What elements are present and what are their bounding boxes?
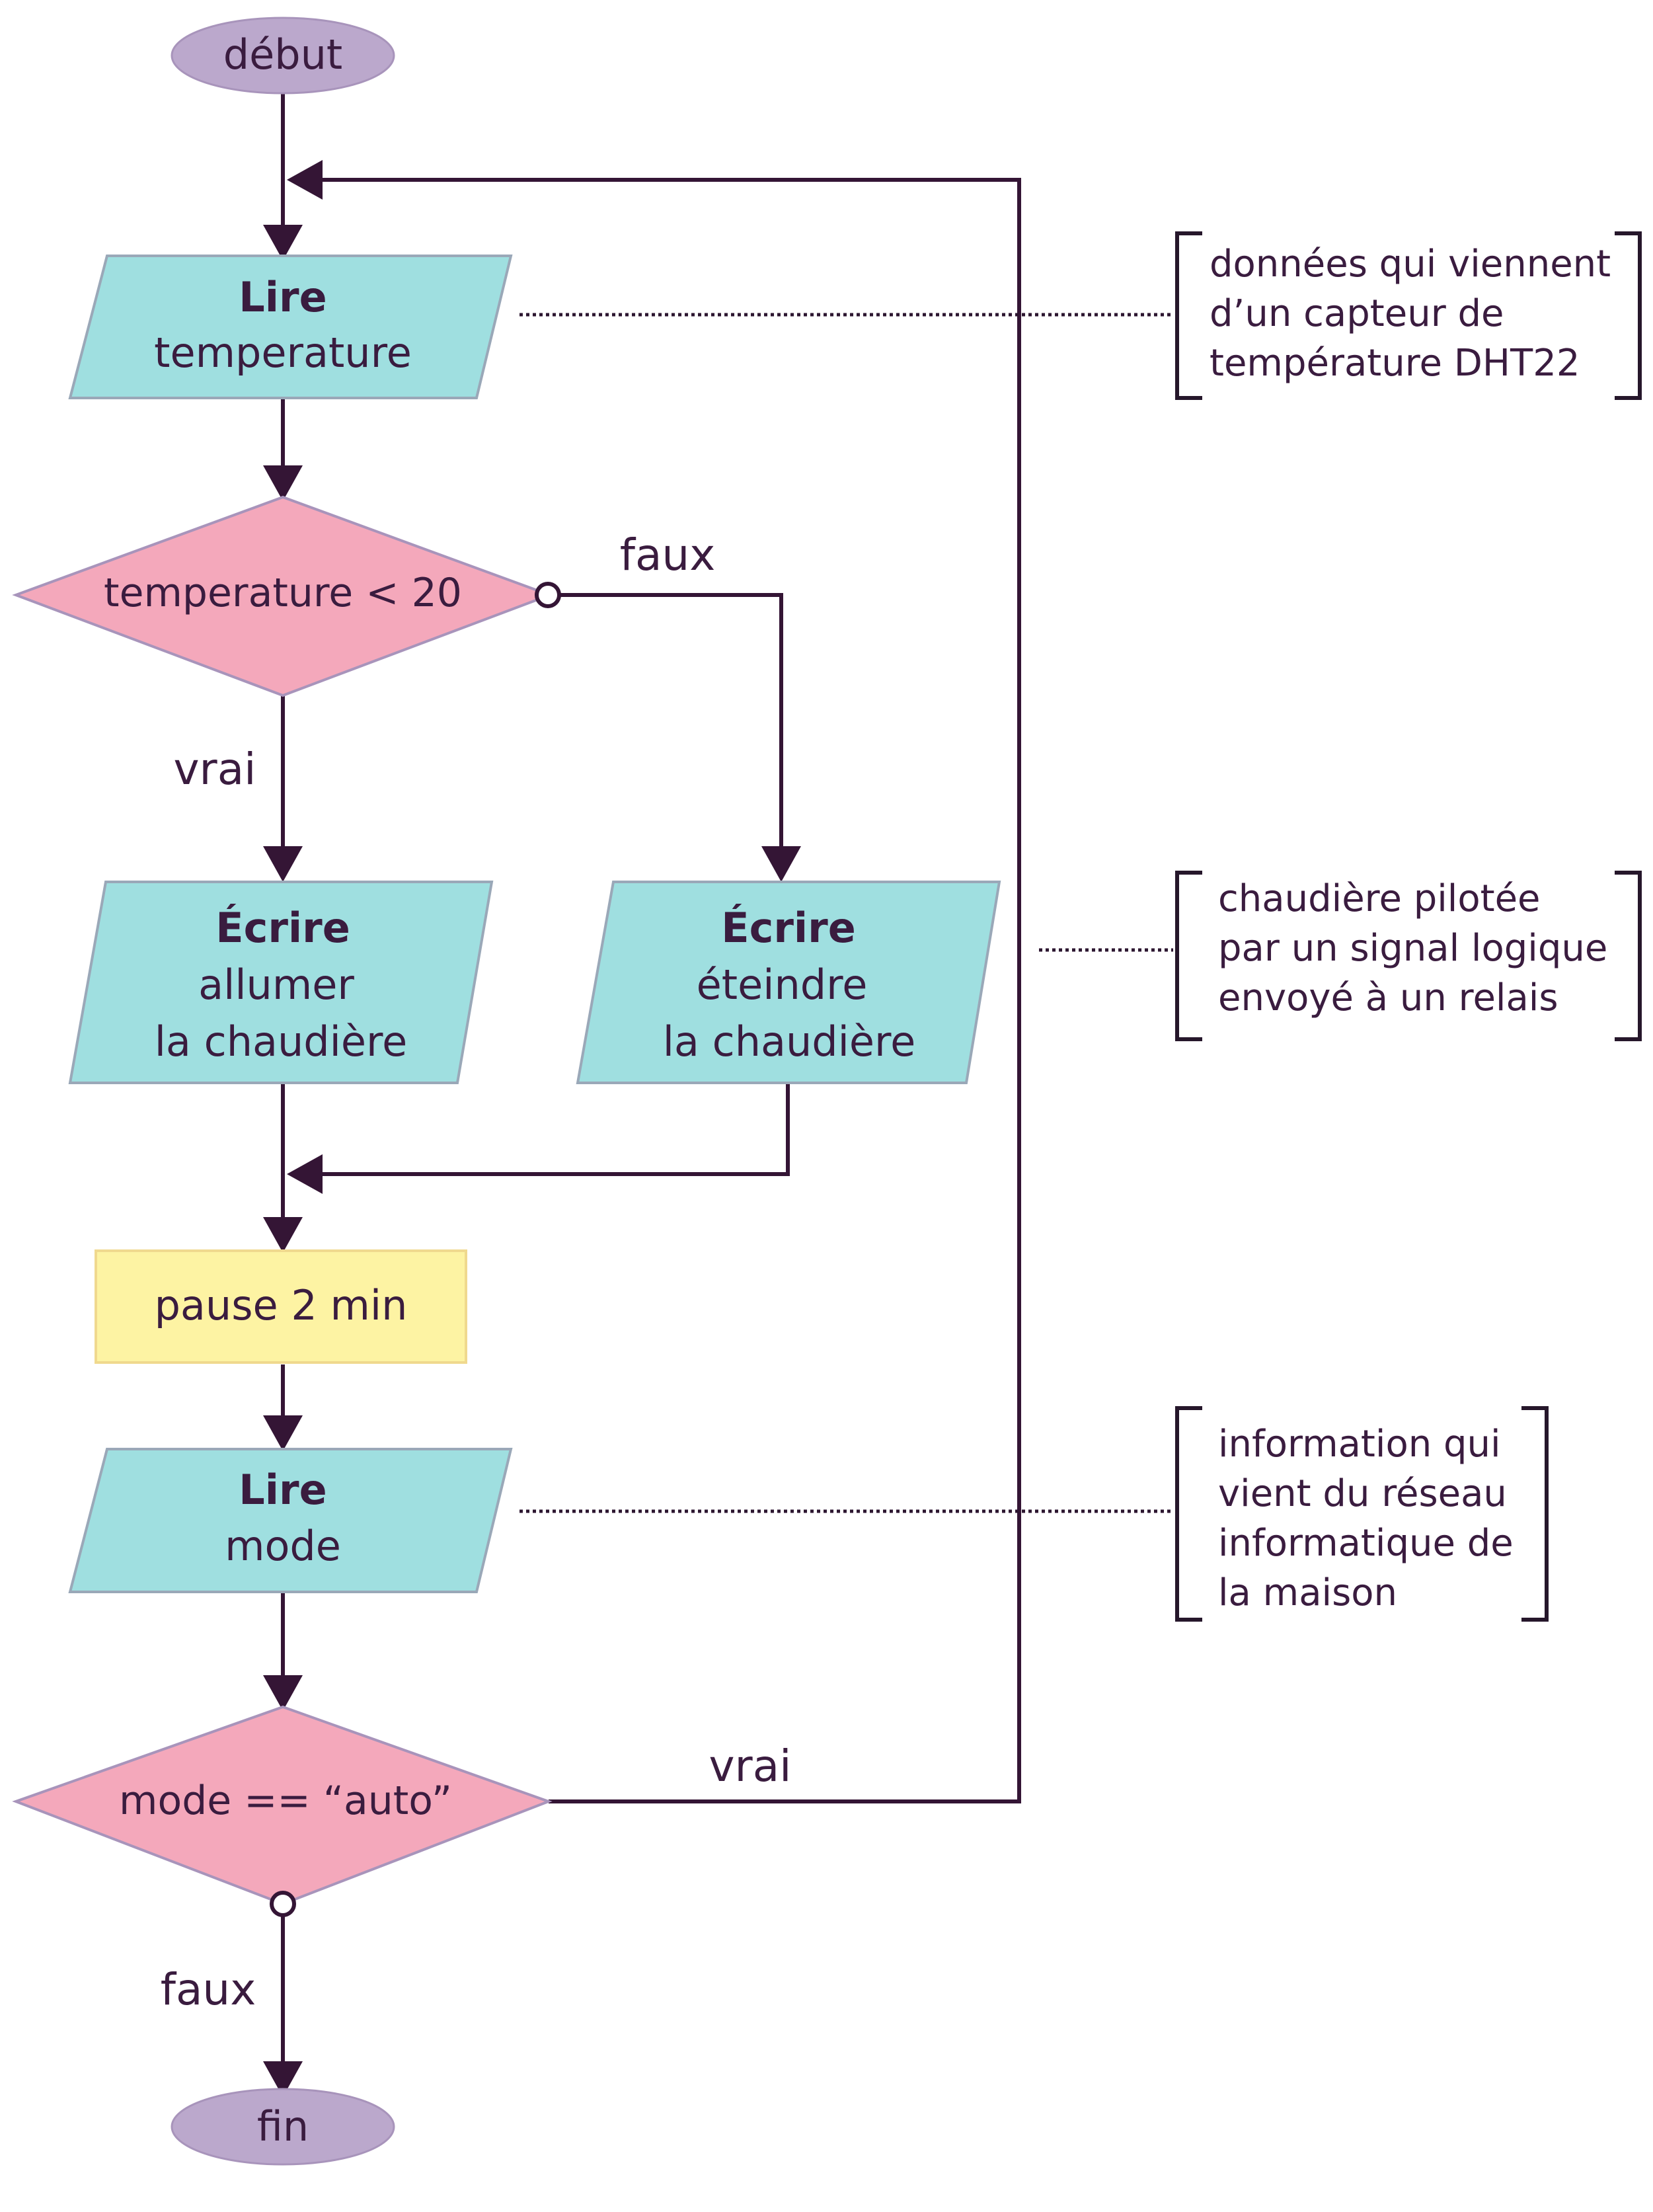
read-mode-var: mode — [225, 1522, 341, 1570]
arrow-cond-false — [558, 593, 801, 882]
write-off-line2: la chaudière — [663, 1017, 916, 1066]
false-port-circle — [535, 582, 561, 608]
read-mode-io — [68, 1448, 513, 1593]
temperature-false-label: faux — [620, 530, 716, 580]
boiler-note-line1: chaudière pilotée — [1218, 877, 1540, 920]
read-temperature-verb: Lire — [239, 273, 327, 321]
sensor-note-line3: température DHT22 — [1210, 342, 1580, 385]
pause-process — [95, 1249, 467, 1364]
end-label: fin — [257, 2102, 309, 2151]
write-on-io — [68, 881, 494, 1084]
temperature-true-label: vrai — [174, 744, 256, 795]
write-off-line1: éteindre — [697, 961, 868, 1009]
boiler-note-right-bracket — [1615, 871, 1642, 1041]
start-label: début — [223, 30, 342, 79]
read-mode-verb: Lire — [239, 1466, 327, 1514]
loop-back-arrow — [287, 160, 1021, 1803]
read-temperature-io — [68, 255, 513, 399]
sensor-note-right-bracket — [1615, 231, 1642, 400]
read-temperature-var: temperature — [154, 329, 412, 377]
write-off-verb: Écrire — [721, 904, 856, 952]
network-note-line4: la maison — [1218, 1571, 1397, 1614]
boiler-note-left-bracket — [1175, 871, 1202, 1041]
temperature-decision — [12, 495, 554, 697]
start-terminal — [171, 17, 395, 95]
mode-false-port-circle — [270, 1891, 296, 1917]
temperature-decision-label: temperature < 20 — [104, 570, 462, 616]
sensor-note-line1: données qui viennent — [1210, 243, 1611, 286]
network-note-right-bracket — [1521, 1406, 1549, 1622]
connectors — [263, 94, 1021, 2097]
write-on-line1: allumer — [198, 961, 354, 1009]
boiler-note-line2: par un signal logique — [1218, 927, 1607, 970]
mode-decision-label: mode == “auto” — [119, 1778, 452, 1824]
network-note-line1: information qui — [1218, 1423, 1501, 1466]
arrow-write-off-merge — [287, 1083, 790, 1194]
network-note-line3: informatique de — [1218, 1522, 1514, 1565]
write-on-line2: la chaudière — [155, 1017, 408, 1066]
network-note-left-bracket — [1175, 1406, 1202, 1622]
mode-false-label: faux — [161, 1964, 256, 2015]
sensor-note-left-bracket — [1175, 231, 1202, 400]
end-terminal — [171, 2088, 395, 2166]
write-on-verb: Écrire — [215, 904, 350, 952]
boiler-note-line3: envoyé à un relais — [1218, 976, 1558, 1019]
sensor-note-line2: d’un capteur de — [1210, 292, 1504, 335]
mode-true-label: vrai — [709, 1741, 792, 1792]
pause-label: pause 2 min — [155, 1281, 408, 1329]
write-off-io — [576, 881, 1001, 1084]
network-note-line2: vient du réseau — [1218, 1472, 1507, 1515]
